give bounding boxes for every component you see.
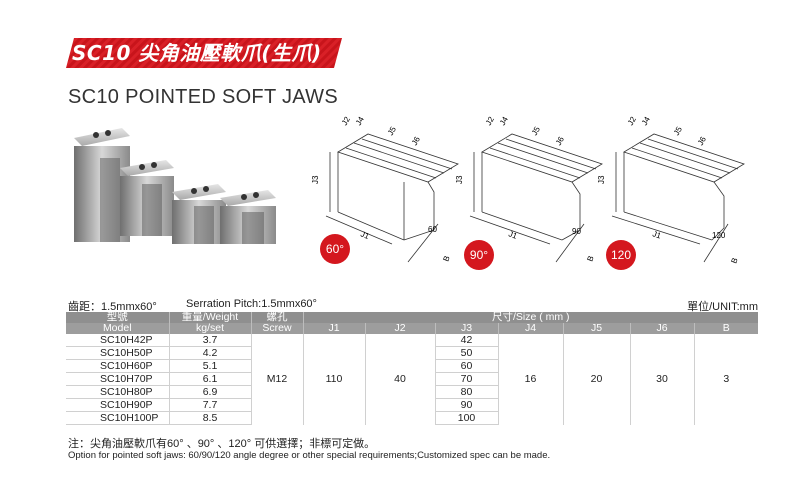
spec-table: 型號 重量/Weight 螺孔 尺寸/Size ( mm ) Model kg/… xyxy=(66,312,758,425)
cell-model: SC10H70P xyxy=(66,372,169,386)
table-row: SC10H90P 7.7 90 xyxy=(66,398,758,412)
serration-pitch-en: Serration Pitch:1.5mmx60° xyxy=(186,298,317,310)
drawing-120-j1: J1 xyxy=(651,229,662,240)
cell-j3: 100 xyxy=(434,411,498,425)
col-size-group: 尺寸/Size ( mm ) xyxy=(302,312,758,323)
drawing-90: J3 J2 J4 J5 J6 J1 90 B 90° xyxy=(452,112,612,287)
drawing-120-b: B xyxy=(729,257,739,265)
title-cn: SC10 尖角油壓軟爪(生爪) xyxy=(72,41,322,65)
drawing-60-j6: J6 xyxy=(410,135,422,147)
cell-j3: 80 xyxy=(434,385,498,399)
cell-j2: 40 xyxy=(364,334,435,425)
cell-model: SC10H100P xyxy=(66,411,169,425)
col-weight-en: kg/set xyxy=(168,323,251,334)
angle-badge-90: 90° xyxy=(464,240,494,270)
jaw-drawing-60-icon: J3 J2 J4 J5 J6 J1 60 B xyxy=(311,115,459,263)
col-model-en: Model xyxy=(66,323,169,334)
cell-j3: 42 xyxy=(434,334,498,347)
soft-jaws-photo xyxy=(74,128,276,244)
drawing-120: J3 J2 J4 J5 J6 J1 120 B 120 xyxy=(594,112,754,287)
table-row: SC10H70P 6.1 70 xyxy=(66,372,758,386)
cell-model: SC10H60P xyxy=(66,359,169,373)
table-row: SC10H42P 3.7 M12 110 40 42 16 20 30 3 xyxy=(66,334,758,425)
cell-j4: 16 xyxy=(497,334,563,425)
drawing-60-j5: J5 xyxy=(386,125,398,137)
cell-model: SC10H50P xyxy=(66,346,169,360)
cell-model: SC10H42P xyxy=(66,334,169,347)
table-row: SC10H60P 5.1 60 xyxy=(66,359,758,373)
cell-screw: M12 xyxy=(250,334,303,425)
cell-j3: 70 xyxy=(434,372,498,386)
drawing-120-angle: 120 xyxy=(712,231,726,240)
title-en: SC10 POINTED SOFT JAWS xyxy=(68,86,338,108)
angle-badge-120: 120 xyxy=(606,240,636,270)
drawing-90-j5: J5 xyxy=(530,125,542,137)
unit-label: 單位/UNIT:mm xyxy=(687,301,758,313)
drawing-120-j5: J5 xyxy=(672,125,684,137)
col-j5: J5 xyxy=(562,323,630,334)
col-screw-cn: 螺孔 xyxy=(250,312,303,323)
drawing-90-j2: J2 xyxy=(484,115,496,127)
drawing-120-j2: J2 xyxy=(626,115,638,127)
table-row: SC10H50P 4.2 50 xyxy=(66,346,758,360)
cell-weight: 6.9 xyxy=(168,385,251,399)
cell-weight: 7.7 xyxy=(168,398,251,412)
drawing-60-j2: J2 xyxy=(340,115,352,127)
drawing-90-j3: J3 xyxy=(455,175,464,184)
drawing-90-j6: J6 xyxy=(554,135,566,147)
drawing-120-j3: J3 xyxy=(597,175,606,184)
drawing-60-b: B xyxy=(441,255,451,263)
col-screw-en: Screw xyxy=(250,323,303,334)
cell-j3: 60 xyxy=(434,359,498,373)
cell-weight: 3.7 xyxy=(168,334,251,347)
serration-pitch-cn: 齒距：1.5mmx60° xyxy=(68,301,157,313)
cell-j1: 110 xyxy=(302,334,365,425)
cell-b: 3 xyxy=(693,334,758,425)
drawing-60-angle: 60 xyxy=(428,225,437,234)
angle-badge-60: 60° xyxy=(320,234,350,264)
drawing-90-b: B xyxy=(585,255,595,263)
cell-j5: 20 xyxy=(562,334,630,425)
col-j6: J6 xyxy=(629,323,694,334)
col-j2: J2 xyxy=(364,323,435,334)
cell-weight: 8.5 xyxy=(168,411,251,425)
drawing-120-j4: J4 xyxy=(640,115,652,127)
cell-model: SC10H90P xyxy=(66,398,169,412)
drawing-90-j4: J4 xyxy=(498,115,510,127)
col-j4: J4 xyxy=(497,323,563,334)
col-weight-cn: 重量/Weight xyxy=(168,312,251,323)
col-j1: J1 xyxy=(302,323,365,334)
drawing-60: J3 J2 J4 J5 J6 J1 60 B 60° xyxy=(308,112,468,287)
cell-model: SC10H80P xyxy=(66,385,169,399)
cell-j3: 90 xyxy=(434,398,498,412)
col-j3: J3 xyxy=(434,323,498,334)
drawing-60-j4: J4 xyxy=(354,115,366,127)
table-row: SC10H100P 8.5 100 xyxy=(66,411,758,425)
col-b: B xyxy=(693,323,758,334)
drawing-90-angle: 90 xyxy=(572,227,581,236)
table-row: SC10H80P 6.9 80 xyxy=(66,385,758,399)
cell-weight: 6.1 xyxy=(168,372,251,386)
col-model-cn: 型號 xyxy=(66,312,169,323)
drawing-90-j1: J1 xyxy=(507,229,519,241)
cell-j6: 30 xyxy=(629,334,694,425)
note-en: Option for pointed soft jaws: 60/90/120 … xyxy=(68,450,551,461)
drawing-60-j3: J3 xyxy=(311,175,320,184)
jaw-drawing-90-icon: J3 J2 J4 J5 J6 J1 90 B xyxy=(455,115,603,263)
note-cn: 注：尖角油壓軟爪有60° 、90° 、120° 可供選擇；非標可定做。 xyxy=(68,438,376,450)
title-banner xyxy=(66,38,342,68)
cell-weight: 5.1 xyxy=(168,359,251,373)
cell-j3: 50 xyxy=(434,346,498,360)
drawing-60-j1: J1 xyxy=(359,230,371,242)
drawing-120-j6: J6 xyxy=(696,135,708,147)
jaw-drawing-120-icon: J3 J2 J4 J5 J6 J1 120 B xyxy=(597,115,745,265)
cell-weight: 4.2 xyxy=(168,346,251,360)
